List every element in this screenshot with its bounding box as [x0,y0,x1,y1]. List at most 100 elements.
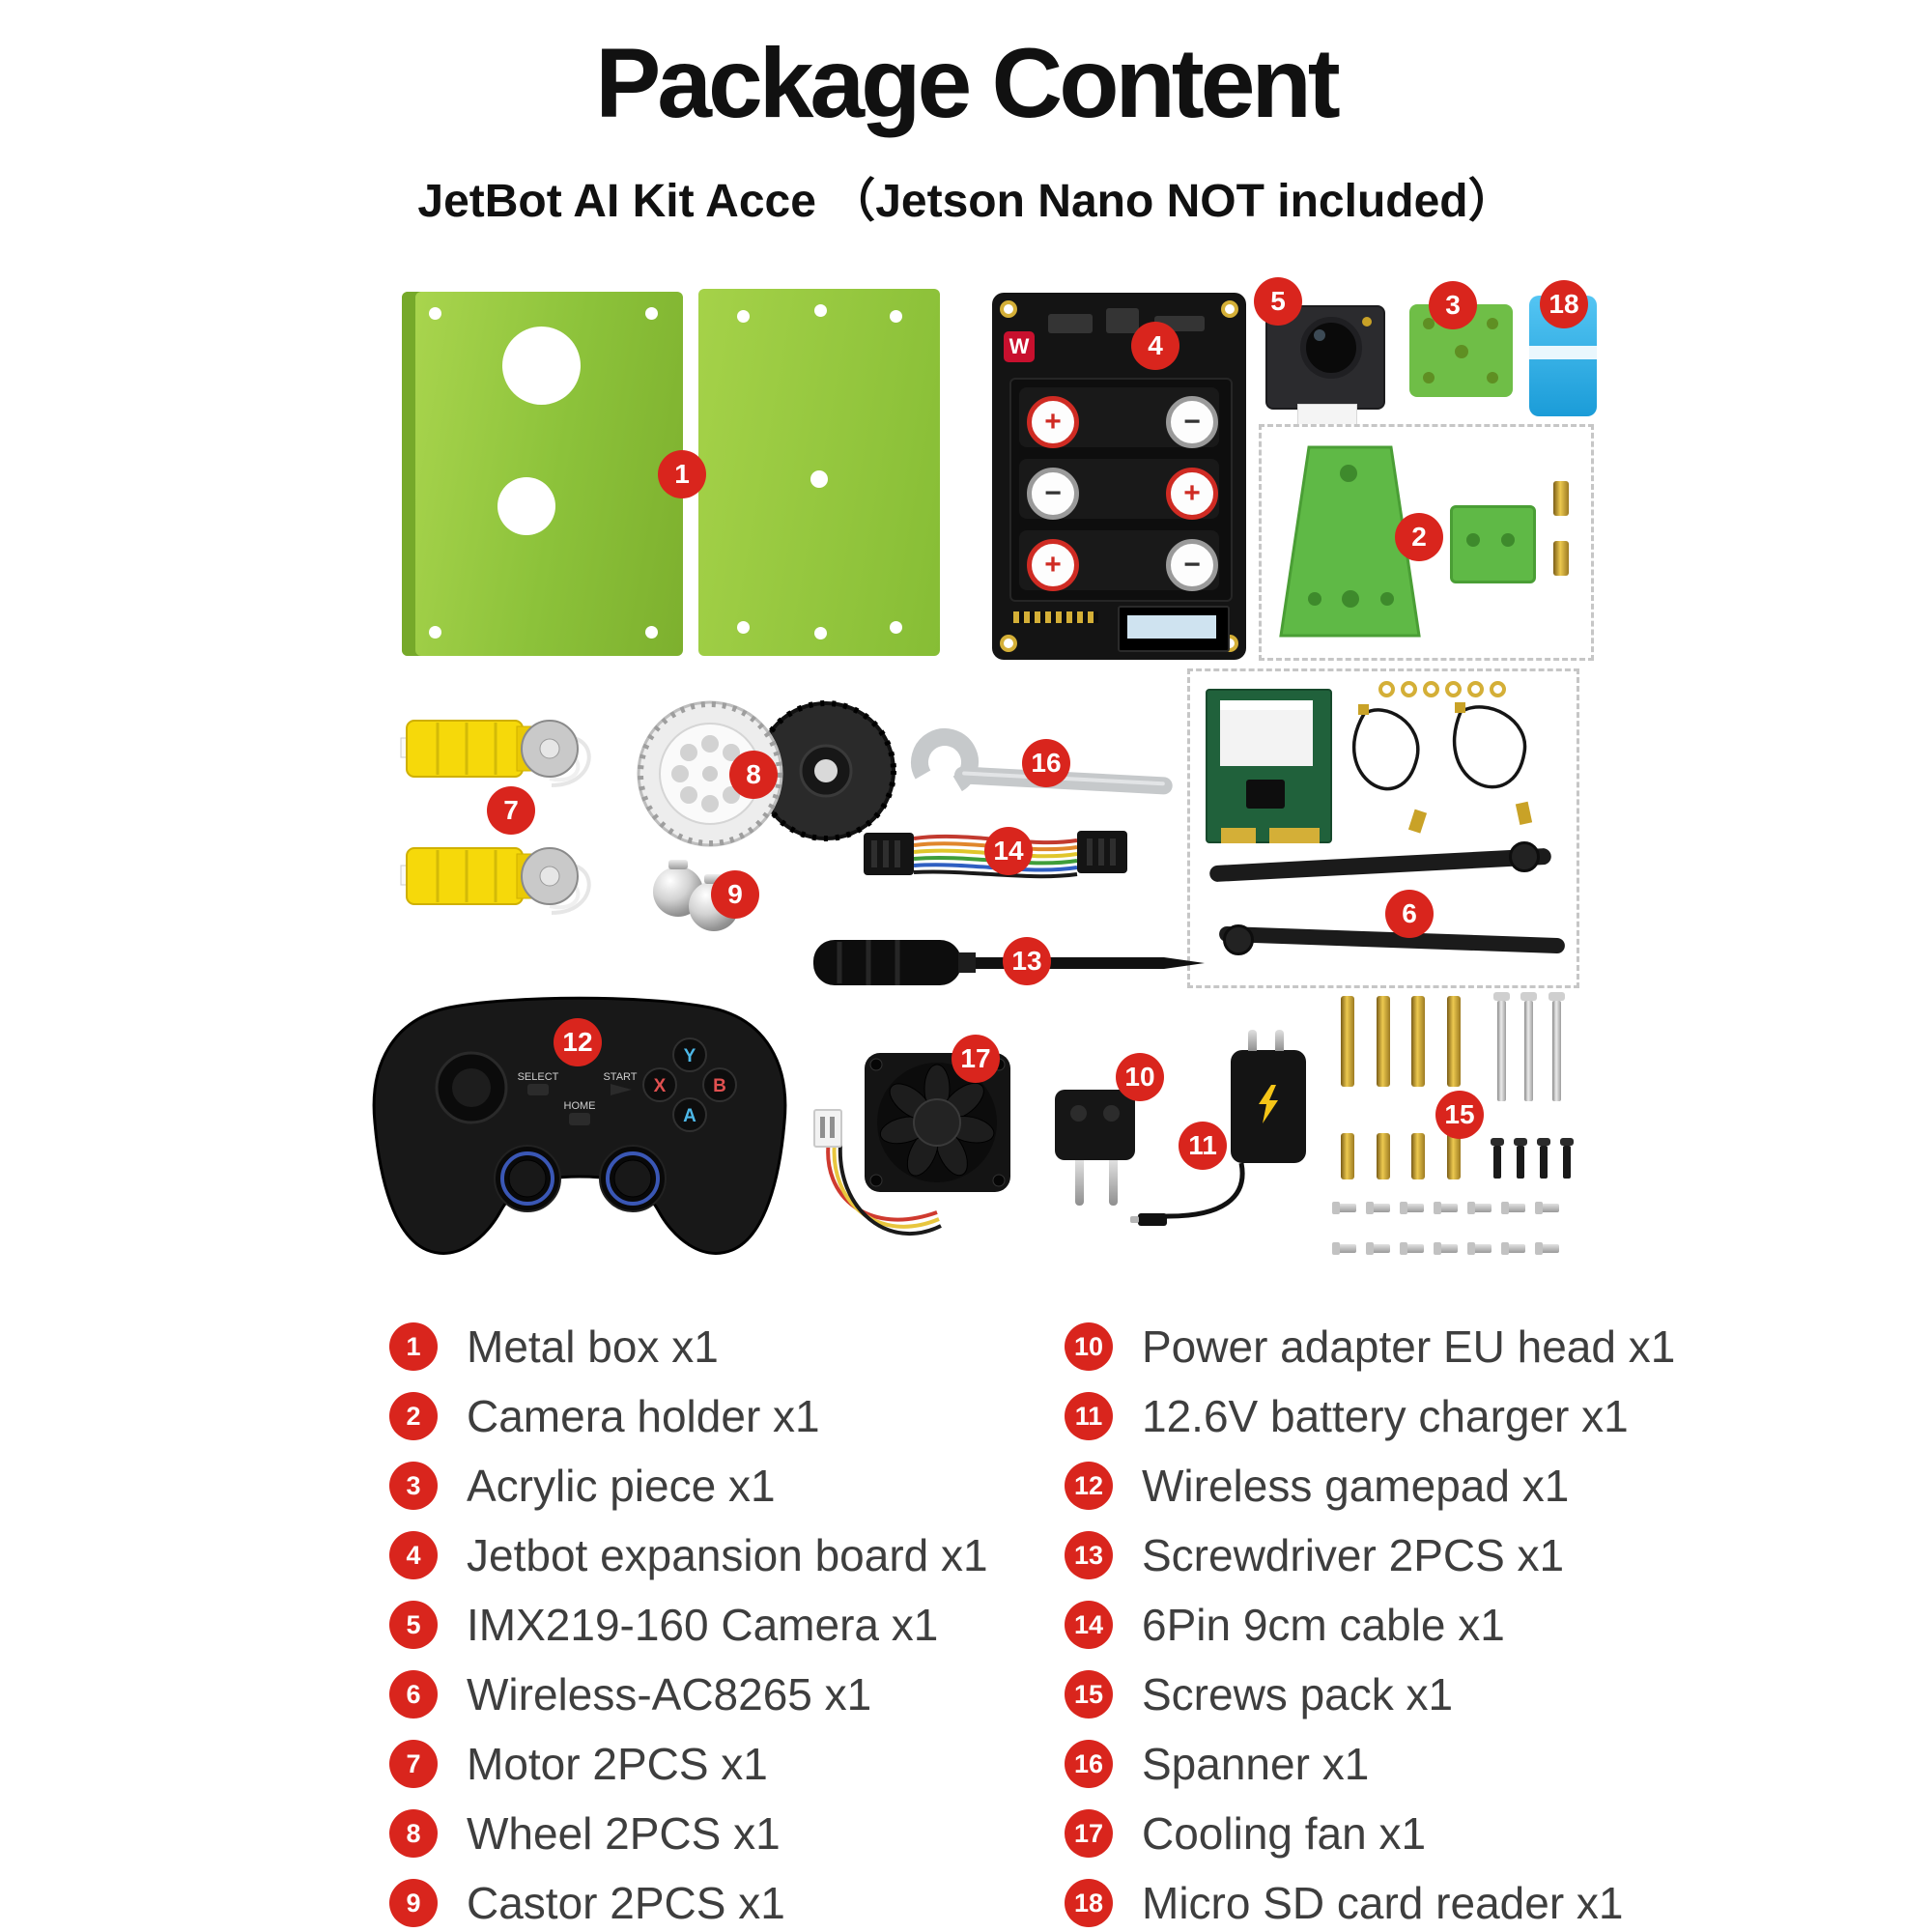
legend-label: Camera holder x1 [467,1391,820,1441]
gamepad-button-y-label: Y [684,1046,696,1066]
tiny-screw-row [1332,1202,1559,1214]
legend-label: Wireless gamepad x1 [1142,1461,1570,1511]
legend-label: Wireless-AC8265 x1 [467,1669,872,1719]
legend-item: 9 Castor 2PCS x1 [389,1878,785,1928]
legend-badge: 3 [389,1462,438,1510]
tiny-screw [1467,1202,1492,1214]
wireless-module-group [1187,668,1579,988]
tiny-screw [1434,1202,1458,1214]
plate-hole [645,626,658,639]
oled-screen [1127,615,1216,639]
battery-terminal-minus: − [1027,468,1079,520]
washer-ring [1401,681,1417,697]
brass-standoff-long [1447,996,1461,1087]
wifi-module [1206,689,1332,843]
screw-black [1560,1138,1574,1179]
screw-long [1548,992,1565,1101]
legend-item: 16 Spanner x1 [1065,1739,1369,1789]
plate-hole [429,307,441,320]
gamepad-button-x-label: X [654,1076,667,1096]
legend-badge: 6 [389,1670,438,1719]
brass-standoff [1553,541,1569,576]
legend-label: Cooling fan x1 [1142,1808,1427,1859]
legend-badge: 18 [1065,1879,1113,1927]
item-badge-18: 18 [1540,280,1588,328]
holder-plate-hole [1466,533,1480,547]
board-mount-hole [1221,300,1238,318]
camera-holder-bracket [1279,445,1421,638]
screw-long [1520,992,1537,1101]
item-badge-16: 16 [1022,739,1070,787]
oled-display [1118,606,1230,652]
legend-badge: 12 [1065,1462,1113,1510]
washer-rings [1378,681,1506,697]
brass-standoff-long [1411,996,1425,1087]
plate-hole [890,310,902,323]
plug-prong [1075,1160,1084,1206]
tiny-screw [1332,1242,1356,1255]
legend-label: Wheel 2PCS x1 [467,1808,781,1859]
wifi-chip [1246,780,1285,809]
castor-cap-2 [704,874,724,884]
legend-badge: 11 [1065,1392,1113,1440]
legend-badge: 9 [389,1879,438,1927]
cooling-fan [865,1053,1010,1192]
brass-standoff-short [1341,1133,1354,1179]
gamepad-home-label: HOME [564,1100,596,1112]
motor-2 [400,847,591,915]
wireless-gamepad: Y X B A SELECT START HOME [372,996,787,1255]
wifi-label [1220,700,1313,766]
legend-item: 10 Power adapter EU head x1 [1065,1321,1675,1372]
fan-connector-pin [830,1117,835,1138]
camera-module [1265,305,1385,433]
plate-hole [737,310,750,323]
gamepad-start-label: START [603,1071,637,1083]
legend-badge: 2 [389,1392,438,1440]
brass-standoff-long [1341,996,1354,1087]
legend-badge: 7 [389,1740,438,1788]
legend-item: 7 Motor 2PCS x1 [389,1739,768,1789]
item-badge-9: 9 [711,870,759,919]
legend-label: Motor 2PCS x1 [467,1739,768,1789]
legend-label: Castor 2PCS x1 [467,1878,785,1928]
gamepad-button-x [642,1067,677,1102]
plate-hole [502,327,581,405]
legend-item: 3 Acrylic piece x1 [389,1461,776,1511]
gamepad-select-button [527,1084,549,1095]
camera-lens [1300,317,1362,379]
gamepad-button-a-label: A [683,1106,696,1126]
camera-holder-plate [1450,505,1536,583]
board-logo: W [1004,331,1035,362]
board-component [1048,314,1093,333]
tiny-screw [1434,1242,1458,1255]
battery-holder: + − − + + − [1009,378,1233,602]
legend-badge: 4 [389,1531,438,1579]
legend-badge: 5 [389,1601,438,1649]
wifi-edge-connector [1269,828,1320,843]
acrylic-hole [1423,318,1435,329]
eu-plug [1055,1090,1135,1160]
item-badge-2: 2 [1395,513,1443,561]
gamepad-select-label: SELECT [518,1071,559,1083]
battery-terminal-plus: + [1027,396,1079,448]
item-badge-11: 11 [1179,1122,1227,1170]
camera-led [1362,317,1372,327]
wheel-white [637,700,783,847]
washer-ring [1423,681,1439,697]
gamepad-start-button [611,1084,632,1095]
legend-item: 4 Jetbot expansion board x1 [389,1530,988,1580]
antenna-pigtail-cables [1351,702,1533,834]
plate-hole [814,627,827,639]
legend-badge: 8 [389,1809,438,1858]
screw-black [1514,1138,1527,1179]
tiny-screw [1535,1242,1559,1255]
legend-label: 6Pin 9cm cable x1 [1142,1600,1505,1650]
screw-black [1537,1138,1550,1179]
legend-item: 17 Cooling fan x1 [1065,1808,1426,1859]
plate-hole [497,477,555,535]
battery-terminal-plus: + [1166,468,1218,520]
tiny-screw [1366,1202,1390,1214]
battery-terminal-minus: − [1166,396,1218,448]
acrylic-hole [1487,318,1498,329]
